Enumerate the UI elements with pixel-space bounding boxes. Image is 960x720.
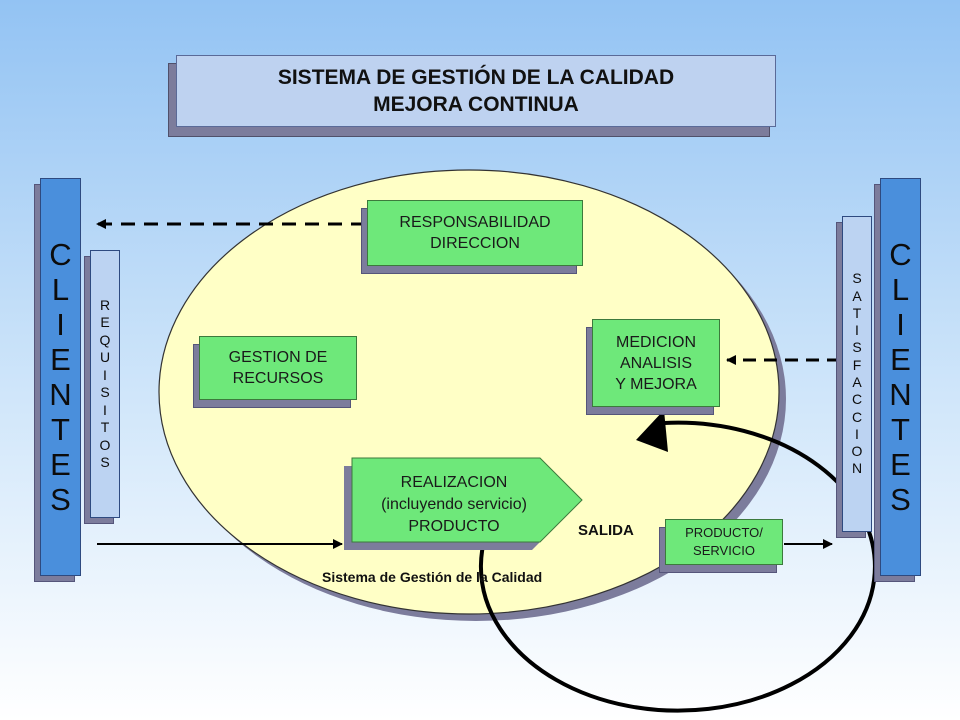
page-title: SISTEMA DE GESTIÓN DE LA CALIDAD MEJORA … bbox=[176, 55, 776, 127]
satisfaccion-letter: A bbox=[852, 374, 862, 390]
satisfaccion-letter: F bbox=[852, 356, 862, 373]
clientes-right: C L I E N T E S bbox=[880, 178, 921, 576]
responsabilidad-line: RESPONSABILIDAD bbox=[399, 214, 551, 231]
producto-servicio-line: SERVICIO bbox=[693, 543, 755, 558]
requisitos-letter: Q bbox=[99, 331, 111, 348]
requisitos-letter: E bbox=[100, 314, 110, 330]
clientes-left: C L I E N T E S bbox=[40, 178, 81, 576]
requisitos-letter: S bbox=[100, 384, 110, 400]
cycle-arc bbox=[478, 420, 877, 713]
producto-servicio-line: PRODUCTO/ bbox=[685, 525, 763, 540]
medicion-line: MEDICION bbox=[616, 333, 696, 351]
responsabilidad-line: DIRECCION bbox=[430, 235, 520, 252]
clientes-left-letter: T bbox=[51, 412, 70, 447]
satisfaccion-letter: I bbox=[855, 425, 859, 442]
satisfaccion-letter: N bbox=[851, 460, 863, 477]
realizacion-line: REALIZACION bbox=[400, 474, 508, 491]
clientes-left-letter: S bbox=[50, 482, 71, 517]
realizacion-line: (incluyendo servicio) bbox=[381, 496, 527, 513]
clientes-left-letter: E bbox=[50, 342, 71, 377]
satisfaccion-letter: T bbox=[852, 304, 862, 321]
satisfaccion-box: S A T I S F A C C I O N bbox=[842, 216, 872, 532]
satisfaccion-letter: O bbox=[851, 443, 863, 460]
producto-servicio-box: PRODUCTO/ SERVICIO bbox=[665, 519, 783, 565]
gestion-line: GESTION DE bbox=[228, 349, 328, 366]
gestion-recursos-box: GESTION DE RECURSOS bbox=[199, 336, 357, 400]
realizacion-pentagon bbox=[351, 457, 583, 543]
medicion-line: ANALISIS bbox=[619, 354, 693, 372]
clientes-right-letter: L bbox=[891, 272, 910, 307]
requisitos-letter: I bbox=[103, 366, 107, 383]
cycle-arrowhead bbox=[636, 410, 668, 452]
responsabilidad-direccion-box: RESPONSABILIDAD DIRECCION bbox=[367, 200, 583, 266]
requisitos-letter: I bbox=[103, 401, 107, 418]
clientes-left-letter: L bbox=[51, 272, 70, 307]
realizacion-producto-box: REALIZACION (incluyendo servicio) PRODUC… bbox=[344, 462, 564, 548]
requisitos-letter: U bbox=[99, 349, 111, 365]
satisfaccion-letter: C bbox=[851, 408, 863, 425]
clientes-right-letter: S bbox=[890, 482, 911, 517]
clientes-right-letter: N bbox=[889, 377, 912, 412]
requisitos-letter: S bbox=[100, 454, 110, 470]
requisitos-box: R E Q U I S I T O S bbox=[90, 250, 120, 518]
satisfaccion-letter: S bbox=[852, 270, 862, 287]
medicion-line: Y MEJORA bbox=[615, 375, 697, 393]
clientes-right-letter: E bbox=[890, 447, 911, 482]
satisfaccion-letter: C bbox=[851, 391, 863, 408]
title-line-1: SISTEMA DE GESTIÓN DE LA CALIDAD bbox=[277, 66, 675, 89]
clientes-right-letter: C bbox=[889, 237, 912, 272]
clientes-right-letter: I bbox=[896, 307, 905, 342]
clientes-left-letter: I bbox=[56, 307, 65, 342]
gestion-line: RECURSOS bbox=[232, 370, 324, 387]
clientes-right-letter: E bbox=[890, 342, 911, 377]
satisfaccion-letter: I bbox=[855, 322, 859, 339]
salida-label: SALIDA bbox=[578, 522, 634, 539]
medicion-analisis-box: MEDICION ANALISIS Y MEJORA bbox=[592, 319, 720, 407]
quality-system-ellipse bbox=[158, 169, 780, 615]
satisfaccion-letter: A bbox=[852, 287, 862, 304]
clientes-right-letter: T bbox=[891, 412, 910, 447]
requisitos-letter: O bbox=[99, 436, 111, 453]
clientes-left-letter: E bbox=[50, 447, 71, 482]
realizacion-line: PRODUCTO bbox=[408, 518, 500, 535]
title-line-2: MEJORA CONTINUA bbox=[373, 93, 579, 116]
sistema-gestion-label: Sistema de Gestión de la Calidad bbox=[322, 569, 543, 585]
requisitos-letter: T bbox=[100, 419, 110, 435]
clientes-left-letter: N bbox=[49, 377, 72, 412]
requisitos-letter: R bbox=[99, 296, 111, 313]
satisfaccion-letter: S bbox=[852, 339, 862, 356]
clientes-left-letter: C bbox=[49, 237, 72, 272]
